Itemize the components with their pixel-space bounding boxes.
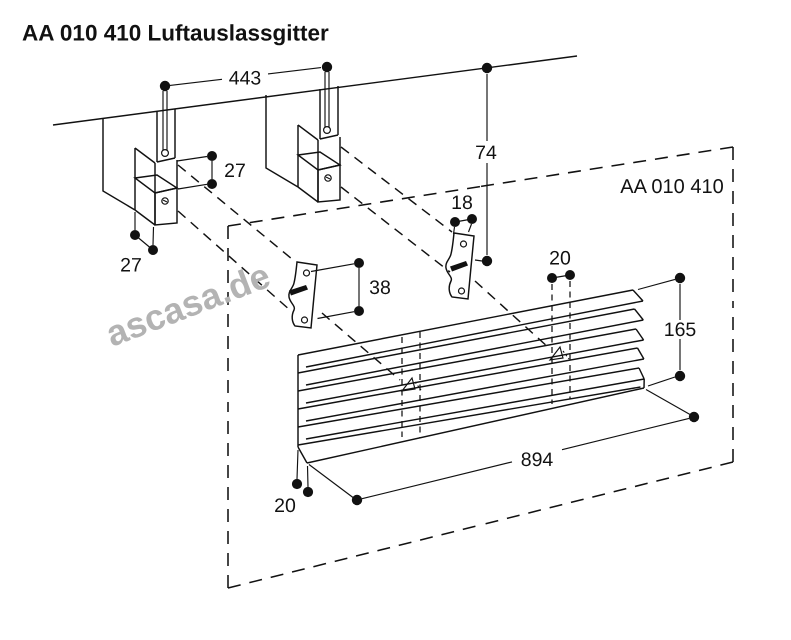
dim-27-top-text: 27 [224, 160, 246, 182]
part-label: AA 010 410 [620, 176, 723, 198]
pin-hole-left [161, 149, 170, 158]
dim-74: 74 [474, 62, 497, 267]
dim-894-text: 894 [521, 449, 554, 471]
projection-lines [177, 146, 550, 381]
dim-18-text: 18 [451, 192, 473, 214]
dim-38: 38 [310, 258, 391, 320]
pin-dot-right [321, 61, 333, 73]
dim-18: 18 [450, 192, 477, 235]
panel-outline [227, 146, 734, 589]
dim-27-bottom: 27 [120, 212, 158, 277]
grille-centerlines [401, 332, 421, 438]
dim-443-text: 443 [229, 68, 262, 90]
pin-hole-right [323, 125, 332, 134]
dim-165: 165 [637, 272, 697, 387]
dim-20-top-text: 20 [549, 248, 571, 270]
dim-27-top: 27 [176, 151, 246, 190]
clip-position-marker-left [400, 376, 422, 392]
hanger-bracket-left [102, 80, 179, 226]
dim-20-bottom-text: 20 [274, 495, 296, 517]
dim-27-bottom-text: 27 [120, 255, 142, 277]
dim-74-text: 74 [475, 142, 497, 164]
clip-right [445, 232, 475, 300]
dim-38-text: 38 [369, 277, 391, 299]
hanger-bracket-right [265, 61, 342, 203]
clip-left [288, 261, 318, 329]
dim-894: 894 [308, 389, 700, 506]
grille [297, 289, 645, 464]
dim-443: 443 [169, 67, 322, 90]
clip-position-marker-right [548, 345, 570, 361]
dim-165-text: 165 [664, 319, 697, 341]
page-title: AA 010 410 Luftauslassgitter [22, 21, 329, 46]
pin-dot-left [159, 80, 171, 92]
ceiling-line [52, 55, 578, 126]
dim-20-bottom: 20 [274, 449, 314, 517]
dim-20-top: 20 [547, 248, 575, 404]
